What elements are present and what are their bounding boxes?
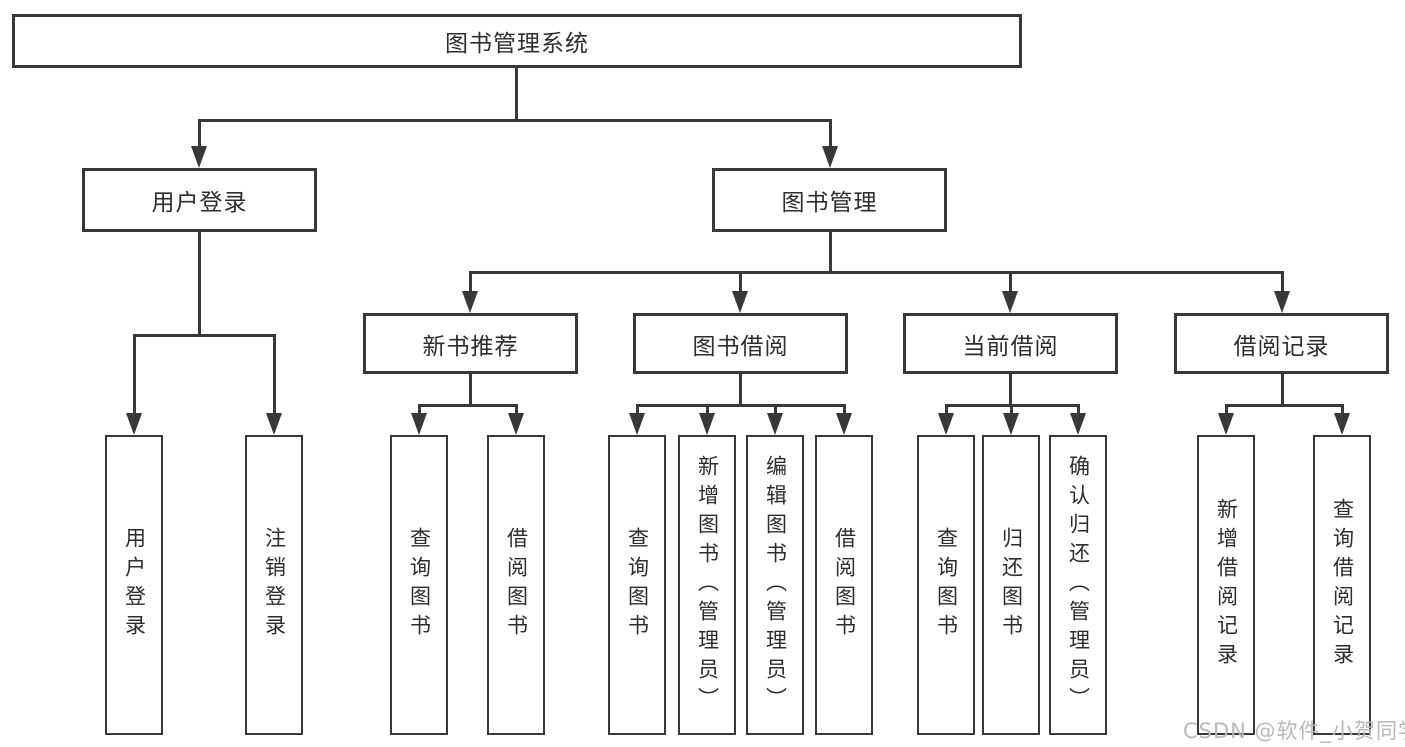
node-label: 图书管理系统	[445, 31, 589, 57]
leaf-label: 归还图书	[999, 527, 1024, 643]
node-label: 新书推荐	[422, 333, 519, 360]
node-label: 借阅记录	[1233, 333, 1330, 360]
leaf-edit-book-admin: 编辑图书（管理员）	[746, 435, 804, 735]
connector-line	[468, 270, 1284, 274]
arrow-down-icon	[836, 413, 852, 435]
leaf-query-books-recommend: 查询图书	[390, 435, 448, 735]
arrow-down-icon	[732, 291, 748, 313]
arrow-down-icon	[699, 413, 715, 435]
arrow-down-icon	[266, 413, 282, 435]
connector-line	[197, 118, 832, 122]
connector-line	[738, 374, 742, 407]
leaf-label: 确认归还（管理员）	[1066, 454, 1091, 716]
arrow-down-icon	[629, 413, 645, 435]
connector-line	[842, 405, 846, 415]
leaf-label: 查询图书	[625, 527, 650, 643]
leaf-add-borrow-record: 新增借阅记录	[1197, 435, 1255, 735]
arrow-down-icon	[1274, 291, 1290, 313]
node-book-management: 图书管理	[712, 168, 947, 232]
node-user-login: 用户登录	[82, 168, 317, 232]
connector-line	[1008, 374, 1012, 407]
connector-line	[417, 403, 518, 407]
connector-line	[1340, 405, 1344, 415]
connector-line	[944, 405, 948, 415]
connector-line	[1280, 272, 1284, 294]
leaf-borrow-books-recommend: 借阅图书	[487, 435, 545, 735]
connector-line	[773, 405, 777, 415]
leaf-add-book-admin: 新增图书（管理员）	[678, 435, 736, 735]
arrow-down-icon	[462, 291, 478, 313]
leaf-label: 用户登录	[122, 527, 147, 643]
connector-line	[705, 405, 709, 415]
connector-line	[514, 68, 518, 120]
node-new-book-recommend: 新书推荐	[363, 313, 578, 374]
leaf-query-books-current: 查询图书	[917, 435, 975, 735]
connector-line	[468, 374, 472, 407]
node-label: 图书借阅	[692, 333, 789, 360]
connector-line	[417, 405, 421, 415]
connector-line	[514, 405, 518, 415]
node-library-management-system: 图书管理系统	[12, 14, 1022, 68]
connector-line	[1076, 405, 1080, 415]
leaf-label: 新增图书（管理员）	[695, 454, 720, 716]
arrow-down-icon	[1003, 413, 1019, 435]
arrow-down-icon	[126, 413, 142, 435]
leaf-return-book: 归还图书	[982, 435, 1040, 735]
leaf-label: 编辑图书（管理员）	[763, 454, 788, 716]
arrow-down-icon	[938, 413, 954, 435]
connector-line	[635, 405, 639, 415]
arrow-down-icon	[822, 146, 838, 168]
connector-line	[272, 335, 276, 415]
leaf-borrow-books: 借阅图书	[815, 435, 873, 735]
arrow-down-icon	[1002, 291, 1018, 313]
connector-line	[132, 333, 276, 337]
arrow-down-icon	[1218, 413, 1234, 435]
connector-line	[738, 272, 742, 294]
node-label: 当前借阅	[962, 333, 1059, 360]
leaf-confirm-return-admin: 确认归还（管理员）	[1049, 435, 1107, 735]
connector-line	[828, 232, 832, 274]
connector-line	[1008, 272, 1012, 294]
node-label: 用户登录	[151, 190, 248, 216]
connector-line	[635, 403, 846, 407]
connector-line	[197, 232, 201, 337]
leaf-query-books-borrow: 查询图书	[608, 435, 666, 735]
connector-line	[468, 272, 472, 294]
connector-line	[1224, 405, 1228, 415]
connector-line	[197, 120, 201, 148]
arrow-down-icon	[508, 413, 524, 435]
arrow-down-icon	[191, 146, 207, 168]
node-book-borrow: 图书借阅	[633, 313, 848, 374]
leaf-label: 查询图书	[934, 527, 959, 643]
arrow-down-icon	[1334, 413, 1350, 435]
connector-line	[1280, 374, 1284, 407]
connector-line	[944, 403, 1080, 407]
csdn-watermark: CSDN @软件_小贺同学	[1183, 719, 1405, 743]
arrow-down-icon	[411, 413, 427, 435]
leaf-label: 查询借阅记录	[1330, 498, 1355, 672]
node-current-borrow: 当前借阅	[903, 313, 1118, 374]
connector-line	[1009, 405, 1013, 415]
leaf-query-borrow-record: 查询借阅记录	[1313, 435, 1371, 735]
connector-line	[828, 120, 832, 148]
leaf-logout: 注销登录	[245, 435, 303, 735]
leaf-label: 新增借阅记录	[1214, 498, 1239, 672]
connector-line	[132, 335, 136, 415]
leaf-user-login: 用户登录	[105, 435, 163, 735]
node-borrow-records: 借阅记录	[1174, 313, 1389, 374]
arrow-down-icon	[1070, 413, 1086, 435]
leaf-label: 注销登录	[262, 527, 287, 643]
connector-line	[1224, 403, 1344, 407]
node-label: 图书管理	[781, 190, 878, 216]
leaf-label: 查询图书	[407, 527, 432, 643]
leaf-label: 借阅图书	[832, 527, 857, 643]
arrow-down-icon	[767, 413, 783, 435]
leaf-label: 借阅图书	[504, 527, 529, 643]
